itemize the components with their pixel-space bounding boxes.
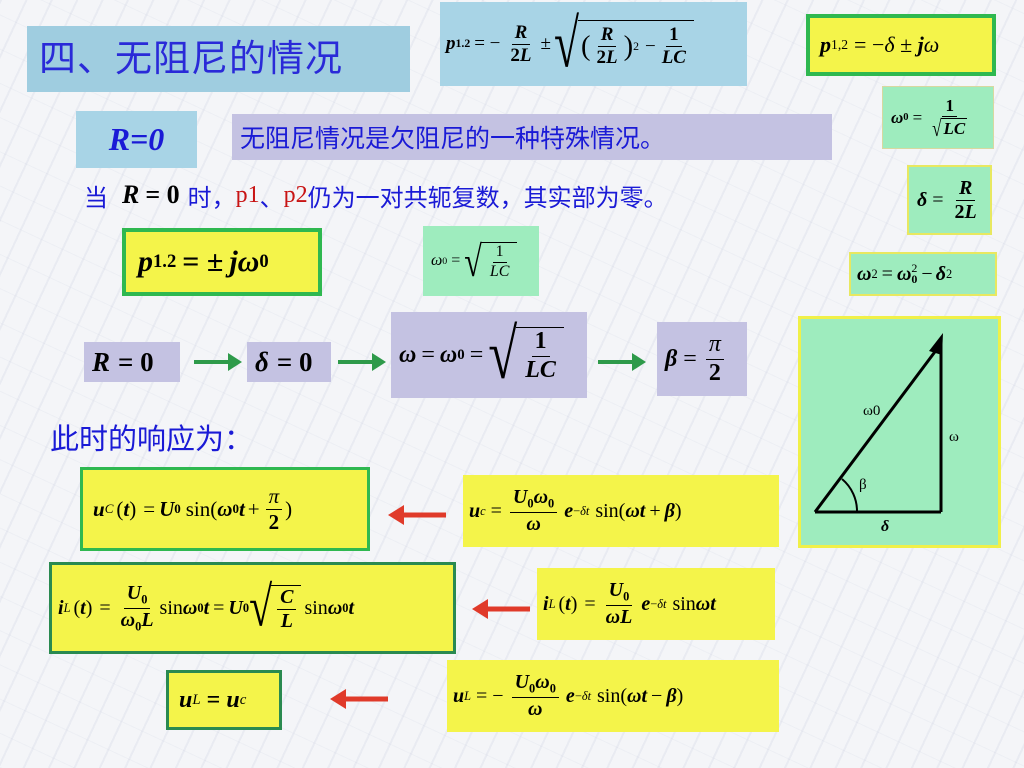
note-text: 无阻尼情况是欠阻尼的一种特殊情况。 xyxy=(240,124,666,153)
title-box: 四、无阻尼的情况 xyxy=(27,26,410,92)
green-arrow-icon xyxy=(338,353,386,371)
phasor-triangle-panel: ω0 ω β δ xyxy=(798,316,1001,548)
r-zero-badge: R=0 xyxy=(76,111,197,168)
triangle-angle-label: β xyxy=(859,477,867,493)
when-mid: 时， xyxy=(187,183,236,212)
response-label: 此时的响应为： xyxy=(50,422,254,456)
triangle-base-label: δ xyxy=(881,518,889,535)
triangle-vert-label: ω xyxy=(949,429,959,445)
when-sep: 、 xyxy=(259,183,284,212)
green-arrow-icon xyxy=(598,353,646,371)
chain-r-zero: R= 0 xyxy=(84,342,180,382)
red-arrow-icon xyxy=(388,505,446,525)
when-suffix: 仍为一对共轭复数，其实部为零。 xyxy=(307,183,668,212)
when-line: 当 R = 0 时， p1 、 p2 仍为一对共轭复数，其实部为零。 xyxy=(84,172,668,218)
red-arrow-icon xyxy=(330,689,388,709)
p2-label: p2 xyxy=(283,181,308,208)
phasor-triangle: ω0 ω β δ xyxy=(813,333,959,535)
triangle-hyp-label: ω0 xyxy=(863,403,880,419)
red-arrow-icon xyxy=(472,599,530,619)
when-prefix: 当 xyxy=(84,183,108,212)
note-box: 无阻尼情况是欠阻尼的一种特殊情况。 xyxy=(232,114,832,160)
p1-label: p1 xyxy=(235,181,260,208)
page-title: 四、无阻尼的情况 xyxy=(39,37,343,80)
r-zero-label: R=0 xyxy=(108,121,165,157)
chain-delta-zero: δ= 0 xyxy=(247,342,331,382)
green-arrow-icon xyxy=(194,353,242,371)
